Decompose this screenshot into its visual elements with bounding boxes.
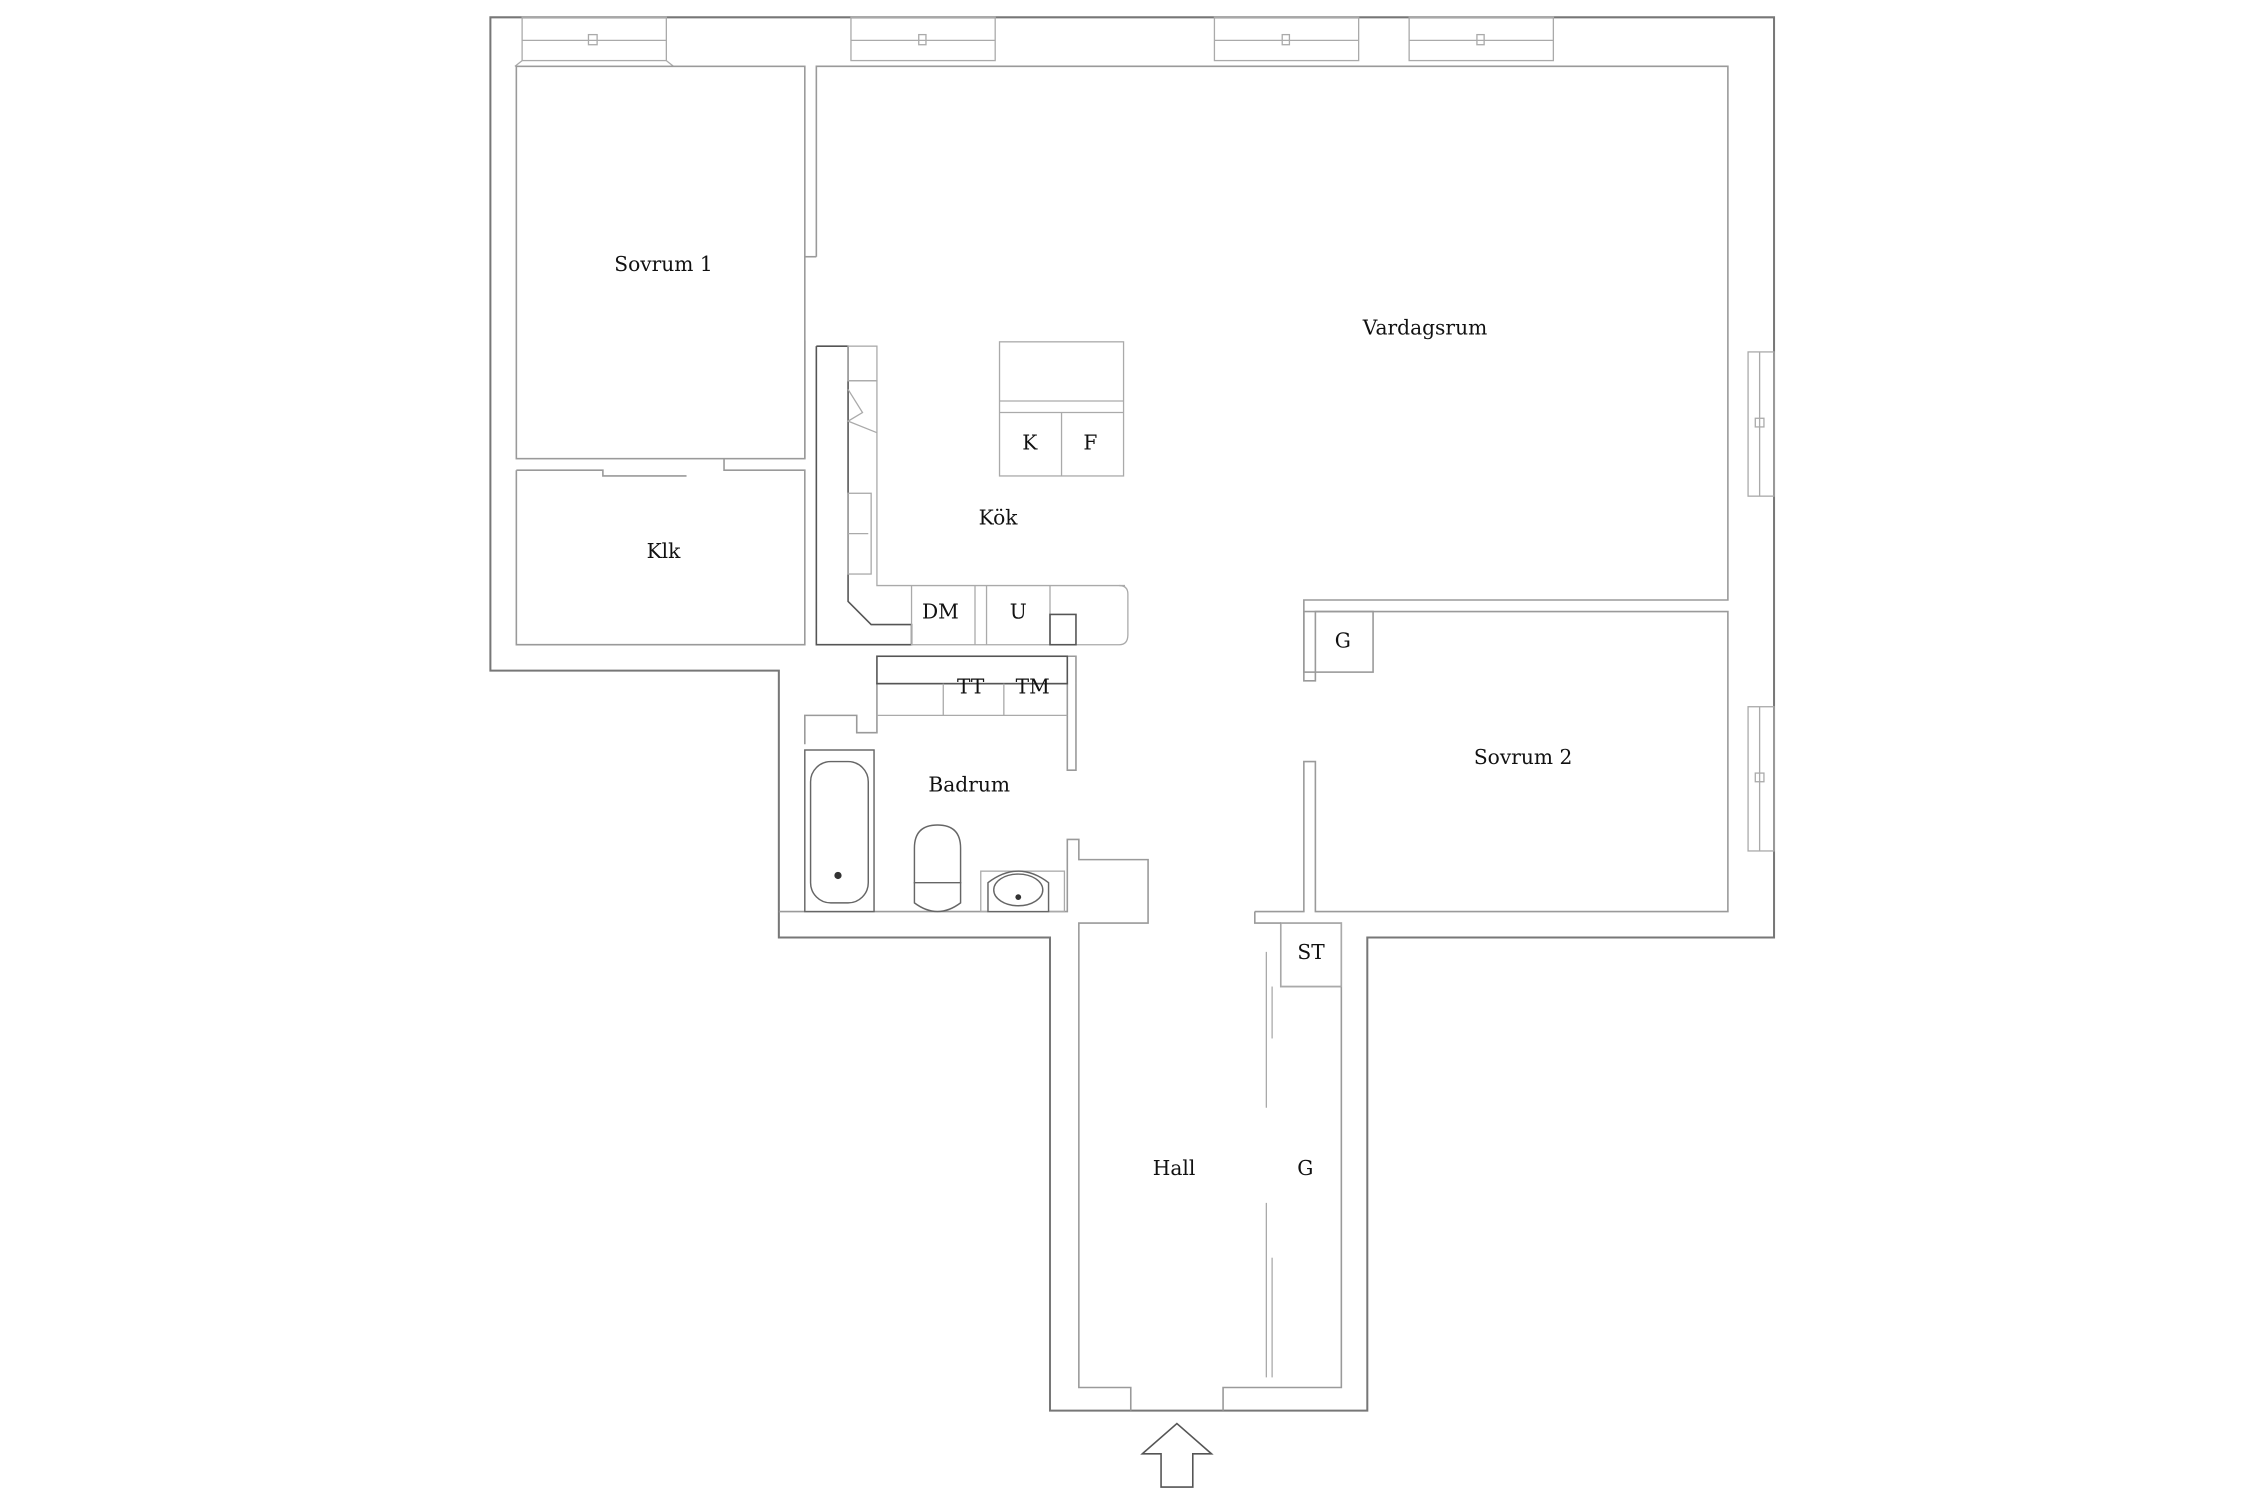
kitchen-island <box>998 341 1125 477</box>
fixture-label-tt: TT <box>957 674 985 698</box>
outer-wall <box>489 16 1776 1412</box>
sink <box>980 870 1066 913</box>
window-top-4 <box>1408 16 1555 62</box>
room-label-kok: Kök <box>979 506 1019 530</box>
window-right-2 <box>1747 706 1775 852</box>
room-label-klk: Klk <box>647 539 682 563</box>
fixture-label-k: K <box>1022 431 1038 455</box>
arrow-up-icon <box>1140 1422 1214 1488</box>
fixture-label-st: ST <box>1297 940 1325 964</box>
sovrum1-wall <box>515 65 806 460</box>
bathroom <box>778 655 1149 1411</box>
fixture-label-g2: G <box>1297 1156 1313 1180</box>
kitchen-counter <box>815 345 1129 646</box>
fixture-label-dm: DM <box>922 599 959 623</box>
window-top-2 <box>850 16 996 62</box>
window-top-3 <box>1213 16 1360 62</box>
room-label-vardagsrum: Vardagsrum <box>1362 315 1487 339</box>
fixture-label-f: F <box>1083 431 1097 455</box>
fixture-label-tm: TM <box>1016 674 1050 698</box>
room-label-sovrum2: Sovrum 2 <box>1474 745 1572 769</box>
closet-st <box>1280 922 1342 988</box>
window-top-1 <box>514 16 674 67</box>
room-label-sovrum1: Sovrum 1 <box>614 252 712 276</box>
fixture-label-u: U <box>1010 599 1027 623</box>
window-right-1 <box>1747 351 1775 497</box>
room-label-badrum: Badrum <box>928 773 1010 797</box>
toilet <box>913 824 962 913</box>
fixture-label-g1: G <box>1335 628 1351 652</box>
room-label-hall: Hall <box>1153 1156 1196 1180</box>
